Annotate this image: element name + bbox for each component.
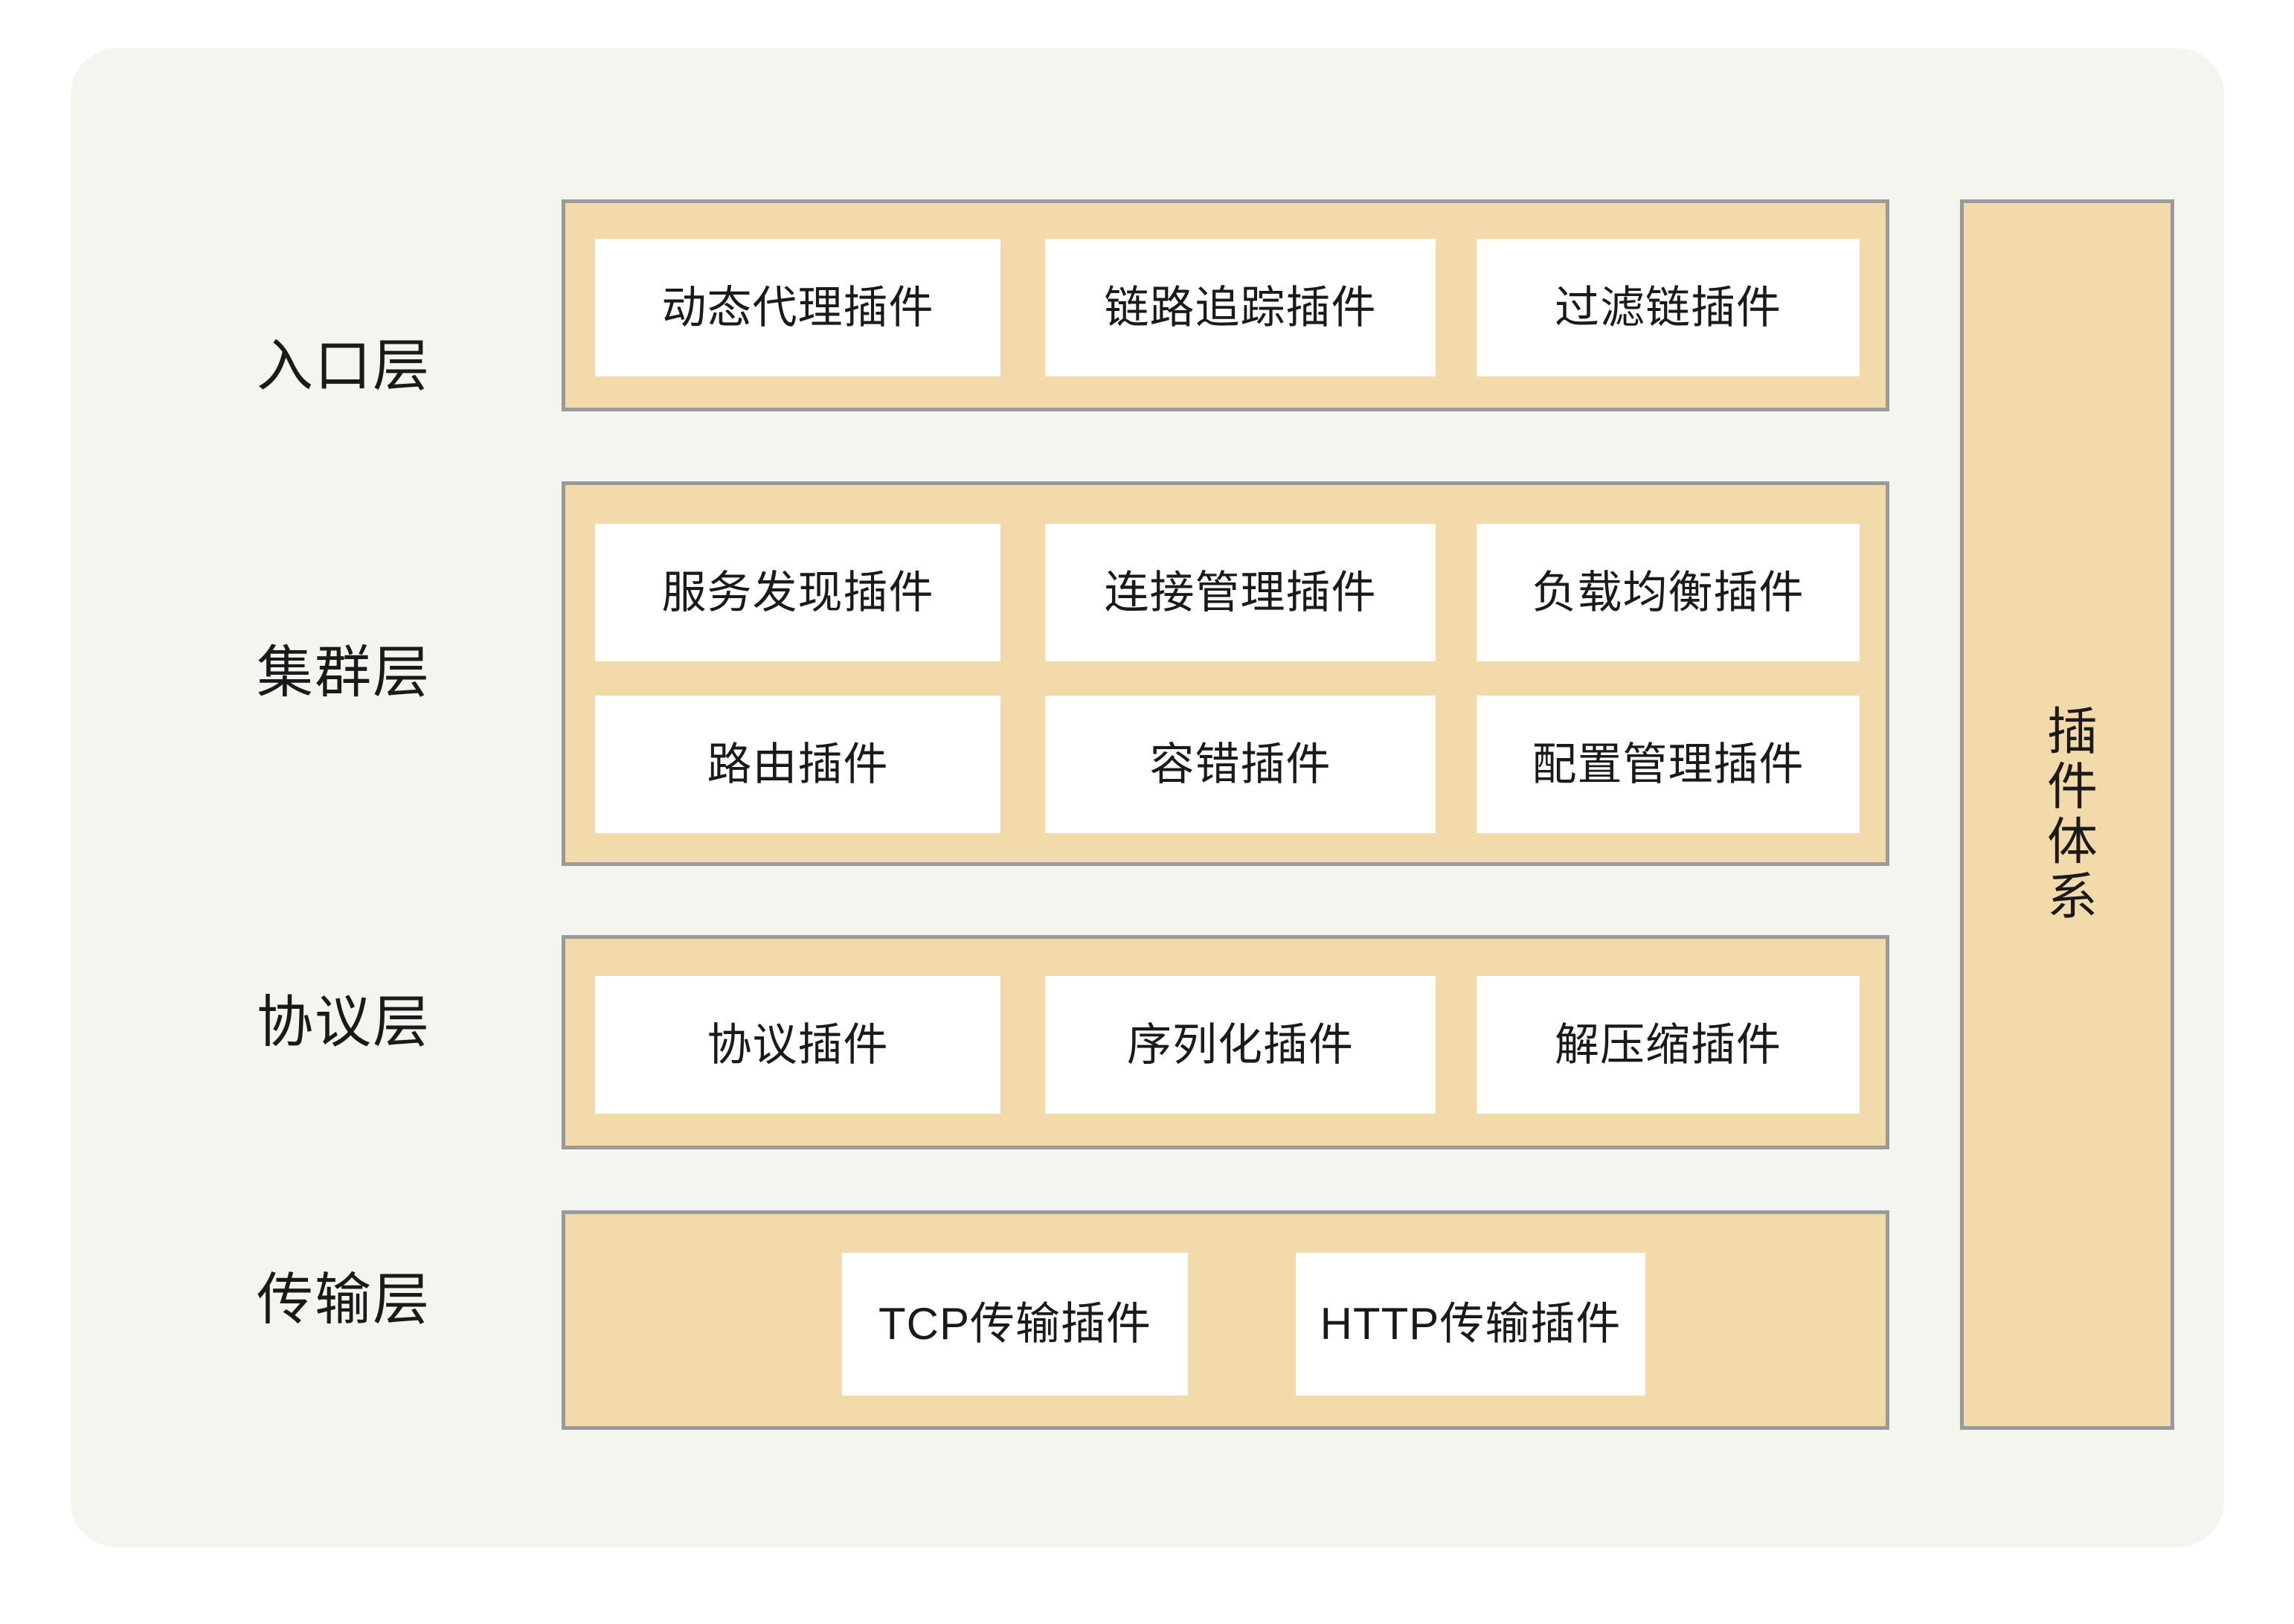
layer-band-entry: 动态代理插件 链路追踪插件 过滤链插件: [562, 199, 1889, 411]
plugin-box-dynamic-proxy[interactable]: 动态代理插件: [595, 239, 1000, 376]
plugin-system-label: 插件体系: [2039, 705, 2096, 925]
plugin-box-decompression[interactable]: 解压缩插件: [1477, 976, 1860, 1114]
plugin-box-tcp-transport[interactable]: TCP传输插件: [842, 1253, 1188, 1396]
plugin-box-http-transport[interactable]: HTTP传输插件: [1296, 1253, 1645, 1396]
layer-band-protocol: 协议插件 序列化插件 解压缩插件: [562, 935, 1889, 1149]
plugin-system-sidebar: 插件体系: [1960, 199, 2174, 1430]
plugin-box-protocol[interactable]: 协议插件: [595, 976, 1000, 1114]
layer-label-protocol: 协议层: [257, 991, 431, 1054]
plugin-box-config-management[interactable]: 配置管理插件: [1477, 696, 1860, 833]
plugin-box-load-balancing[interactable]: 负载均衡插件: [1477, 524, 1860, 661]
layer-band-cluster: 服务发现插件 连接管理插件 负载均衡插件 路由插件 容错插件 配置管理插件: [562, 481, 1889, 866]
layer-label-transport: 传输层: [257, 1268, 431, 1332]
plugin-box-service-discovery[interactable]: 服务发现插件: [595, 524, 1000, 661]
plugin-box-tracing[interactable]: 链路追踪插件: [1045, 239, 1436, 376]
plugin-box-serialization[interactable]: 序列化插件: [1045, 976, 1436, 1114]
plugin-box-routing[interactable]: 路由插件: [595, 696, 1000, 833]
plugin-architecture-card: 入口层 集群层 协议层 传输层 动态代理插件 链路追踪插件 过滤链插件 服务发现…: [71, 48, 2224, 1547]
plugin-box-filter-chain[interactable]: 过滤链插件: [1477, 239, 1860, 376]
layer-band-transport: TCP传输插件 HTTP传输插件: [562, 1210, 1889, 1430]
plugin-box-connection-management[interactable]: 连接管理插件: [1045, 524, 1436, 661]
plugin-box-fault-tolerance[interactable]: 容错插件: [1045, 696, 1436, 833]
layer-label-entry: 入口层: [257, 335, 431, 398]
layer-label-cluster: 集群层: [257, 641, 431, 705]
